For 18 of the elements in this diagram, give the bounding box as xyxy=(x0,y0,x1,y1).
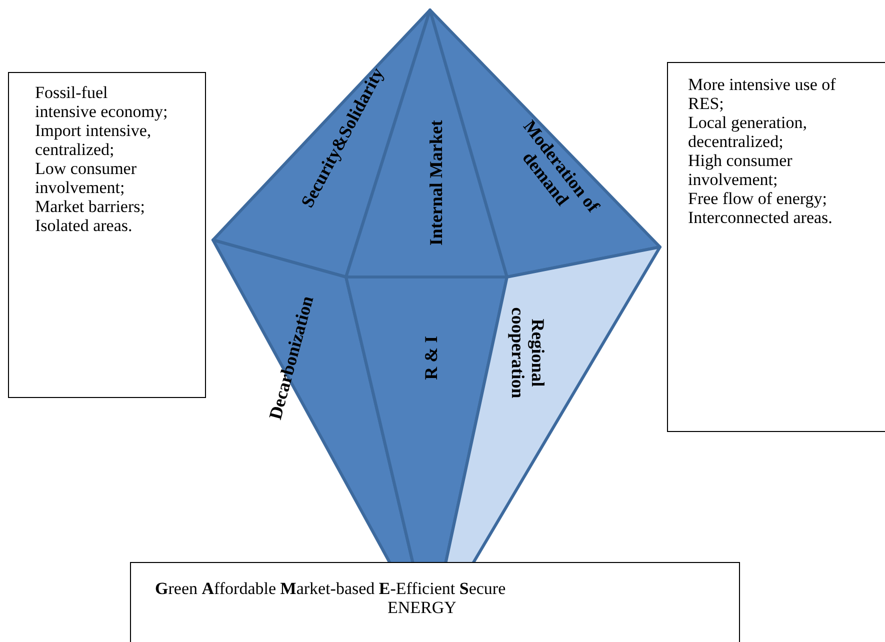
list-item: Free flow of energy; xyxy=(688,189,828,208)
list-item: Fossil-fuel intensive economy; xyxy=(35,83,169,122)
text-box xyxy=(667,62,885,432)
face-label: R & I xyxy=(422,334,442,382)
list-item: Low consumer involvement; xyxy=(35,159,138,198)
list-item: Isolated areas. xyxy=(35,216,134,236)
list-item: Interconnected areas. xyxy=(688,208,834,228)
summary-heading: ENERGY xyxy=(386,598,458,618)
list-item: Market barriers; xyxy=(35,197,146,216)
face-label: Internal Market xyxy=(427,119,447,248)
list-item: More intensive use of RES; xyxy=(688,75,837,114)
face-label: Regional cooperation xyxy=(507,306,547,400)
list-item: High consumer involvement; xyxy=(688,151,794,190)
list-item: Import intensive, centralized; xyxy=(35,121,152,160)
text-box xyxy=(8,72,206,398)
summary-text: Green Affordable Market-based E-Efficient Secure xyxy=(155,579,507,598)
summary-box xyxy=(130,562,740,642)
list-item: Local generation, decentralized; xyxy=(688,113,808,152)
